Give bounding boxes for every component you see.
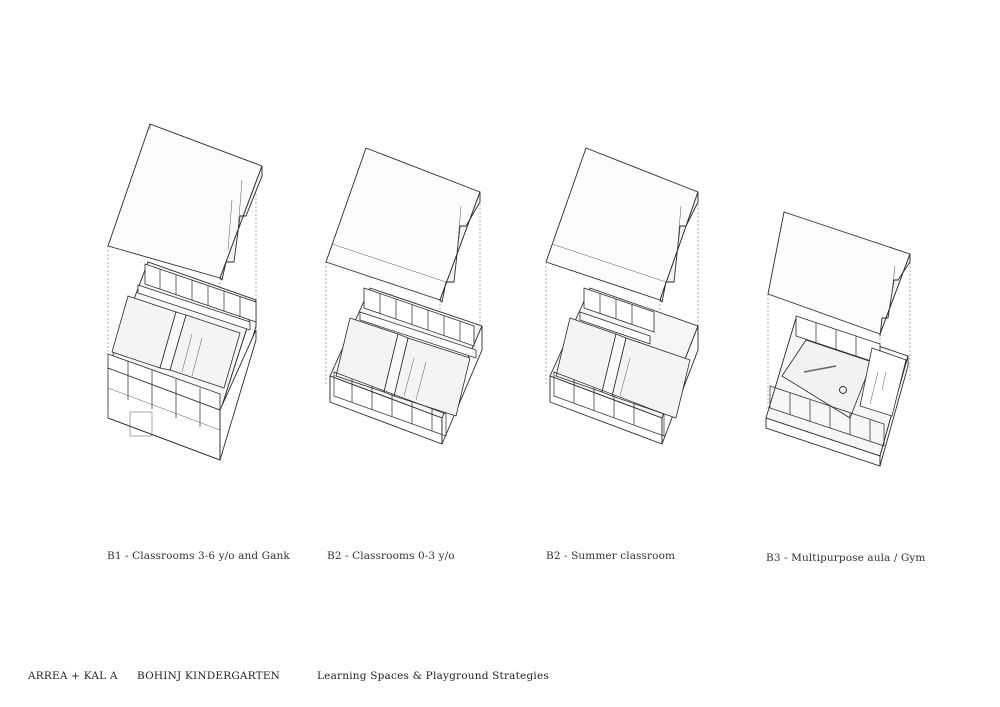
caption-b2-summer: B2 - Summer classroom [546, 550, 676, 562]
footer-sheet-title: Learning Spaces & Playground Strategies [317, 670, 549, 682]
axonometric-b1 [107, 123, 263, 461]
footer-authors: ARREA + KAL A [28, 670, 118, 682]
caption-b3: B3 - Multipurpose aula / Gym [766, 552, 926, 564]
axonometric-b2-classrooms [325, 147, 483, 445]
caption-b2-classrooms: B2 - Classrooms 0-3 y/o [327, 550, 455, 562]
footer-project: BOHINJ KINDERGARTEN [137, 670, 281, 682]
caption-b1: B1 - Classrooms 3-6 y/o and Gank [107, 550, 290, 562]
axonometric-b2-summer [545, 147, 699, 445]
axonometric-b3 [765, 211, 911, 467]
